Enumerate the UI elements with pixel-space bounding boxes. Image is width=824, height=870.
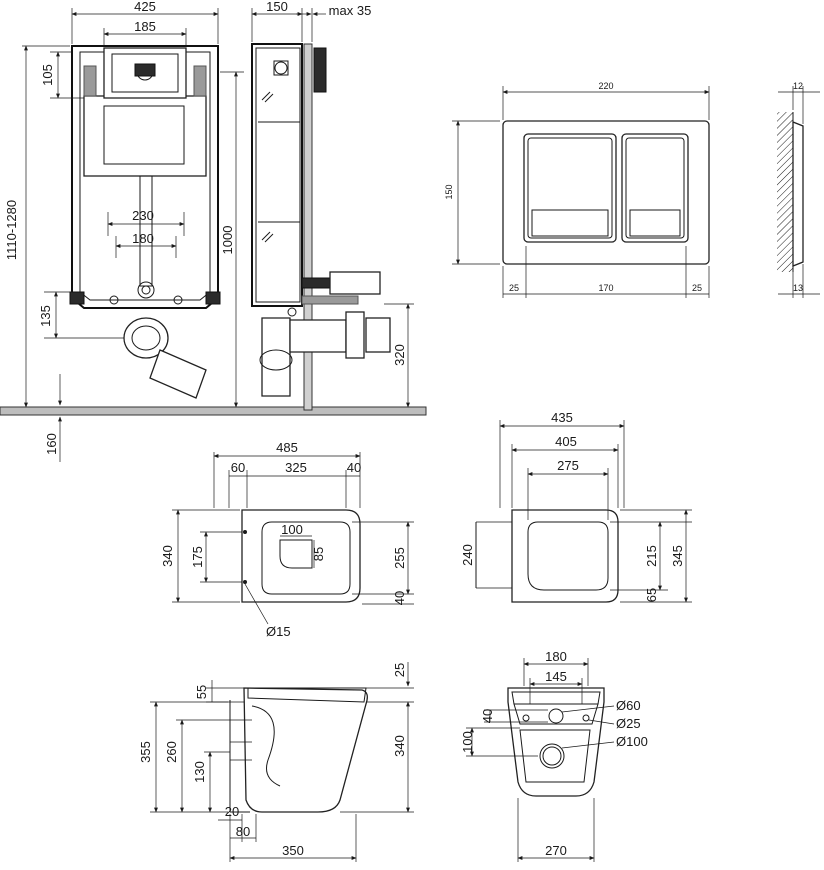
seat-width-label: 240: [460, 544, 475, 566]
bowl-side-view: 25 340 55 355 260 130 20 80 350: [138, 662, 414, 862]
inlet-offset-label: 40: [480, 709, 495, 723]
seat-opening-length-label: 275: [557, 458, 579, 473]
outlet-height-label: 135: [38, 305, 53, 327]
floor-depth-label: 160: [44, 433, 59, 455]
bowl-inner-width-label: 255: [392, 547, 407, 569]
plate-depth-bottom-label: 13: [793, 283, 803, 293]
bowl-outline-top: [241, 509, 361, 603]
mount-spacing-label: 175: [190, 546, 205, 568]
bowl-depth-label: 350: [282, 843, 304, 858]
bolt-hole-left: [522, 714, 530, 722]
opening-width-label: 100: [281, 522, 303, 537]
seat-opening: [527, 521, 609, 591]
bowl-rear-label: 60: [231, 460, 245, 475]
bowl-rear-view: 180 145 Ø60 Ø25 Ø100 40 100 270: [460, 649, 648, 862]
frame-depth-label: 150: [266, 0, 288, 14]
bowl-front-offset-label: 40: [392, 591, 407, 605]
side-outlet-height-label: 320: [392, 344, 407, 366]
wall-section: [303, 43, 313, 411]
plate-profile: [792, 121, 804, 267]
outlet-diameter-label: Ø100: [616, 734, 648, 749]
plate-depth-top-label: 12: [793, 81, 803, 91]
bolt-spacing-outer-label: 180: [545, 649, 567, 664]
floor-slab: [0, 406, 427, 416]
bowl-width-label: 340: [160, 545, 175, 567]
plate-left-margin-label: 25: [509, 283, 519, 293]
seat-top-view: 435 405 275 240 215 345 65: [460, 410, 692, 603]
side-frame: [251, 43, 303, 307]
outlet-side-height-label: 260: [164, 741, 179, 763]
hole-diameter-label: Ø15: [266, 624, 291, 639]
top-offset-label: 55: [194, 685, 209, 699]
frame-width-label: 425: [134, 0, 156, 14]
outlet-hole: [539, 743, 565, 769]
bolt-spacing-inner-label: 145: [545, 669, 567, 684]
bowl-middle-label: 325: [285, 460, 307, 475]
inlet-hole: [548, 708, 564, 724]
bowl-rear-width-label: 270: [545, 843, 567, 858]
max-offset-label: max 35: [329, 3, 372, 18]
flush-button-small: [523, 133, 617, 243]
bowl-side-height-label: 355: [138, 741, 153, 763]
seat-outer-width-label: 345: [670, 545, 685, 567]
side-drain-elbow: [261, 317, 291, 397]
seat-inner-width-label: 215: [644, 545, 659, 567]
seat-front-offset-label: 65: [644, 588, 659, 602]
bowl-side-outline: [243, 687, 368, 813]
wall-gap-label: 20: [225, 804, 239, 819]
bowl-top-view: 485 60 325 40 340 175 255 40 100 85 Ø15: [160, 440, 414, 639]
bowl-opening: [279, 539, 313, 569]
flush-button-large: [621, 133, 689, 243]
flush-plate-front-view: 220 150 25 170 25: [444, 81, 710, 298]
frame-height-label: 1000: [220, 226, 235, 255]
seat-length-label: 435: [551, 410, 573, 425]
bowl-length-label: 485: [276, 440, 298, 455]
wall-hatch: [777, 112, 793, 272]
total-height-label: 1110-1280: [4, 200, 19, 260]
plate-right-margin-label: 25: [692, 283, 702, 293]
frame-front-view: 425 185 105 1110-1280 1000 230 180 135: [0, 0, 427, 462]
cistern-width-label: 185: [134, 19, 156, 34]
pipe-outer-label: 230: [132, 208, 154, 223]
bolt-hole-right: [582, 714, 590, 722]
flush-plate-side-view: 12 13: [777, 81, 820, 298]
opening-depth-label: 85: [311, 547, 326, 561]
bowl-total-height-label: 340: [392, 735, 407, 757]
plate-width-label: 220: [598, 81, 613, 91]
top-height-label: 105: [40, 64, 55, 86]
pipe-inner-label: 180: [132, 231, 154, 246]
seat-inner-length-label: 405: [555, 434, 577, 449]
bowl-front-label: 40: [347, 460, 361, 475]
inlet-height-label: 130: [192, 761, 207, 783]
bolt-diameter-label: Ø25: [616, 716, 641, 731]
plate-height-label: 150: [444, 184, 454, 199]
bowl-rear-outline: [507, 687, 605, 797]
outlet-offset-label: 100: [460, 731, 475, 753]
outlet-depth-label: 80: [236, 824, 250, 839]
inlet-diameter-label: Ø60: [616, 698, 641, 713]
rim-thickness-label: 25: [392, 663, 407, 677]
plate-center-width-label: 170: [598, 283, 613, 293]
frame-side-view: 150 max 35 320: [251, 0, 414, 411]
